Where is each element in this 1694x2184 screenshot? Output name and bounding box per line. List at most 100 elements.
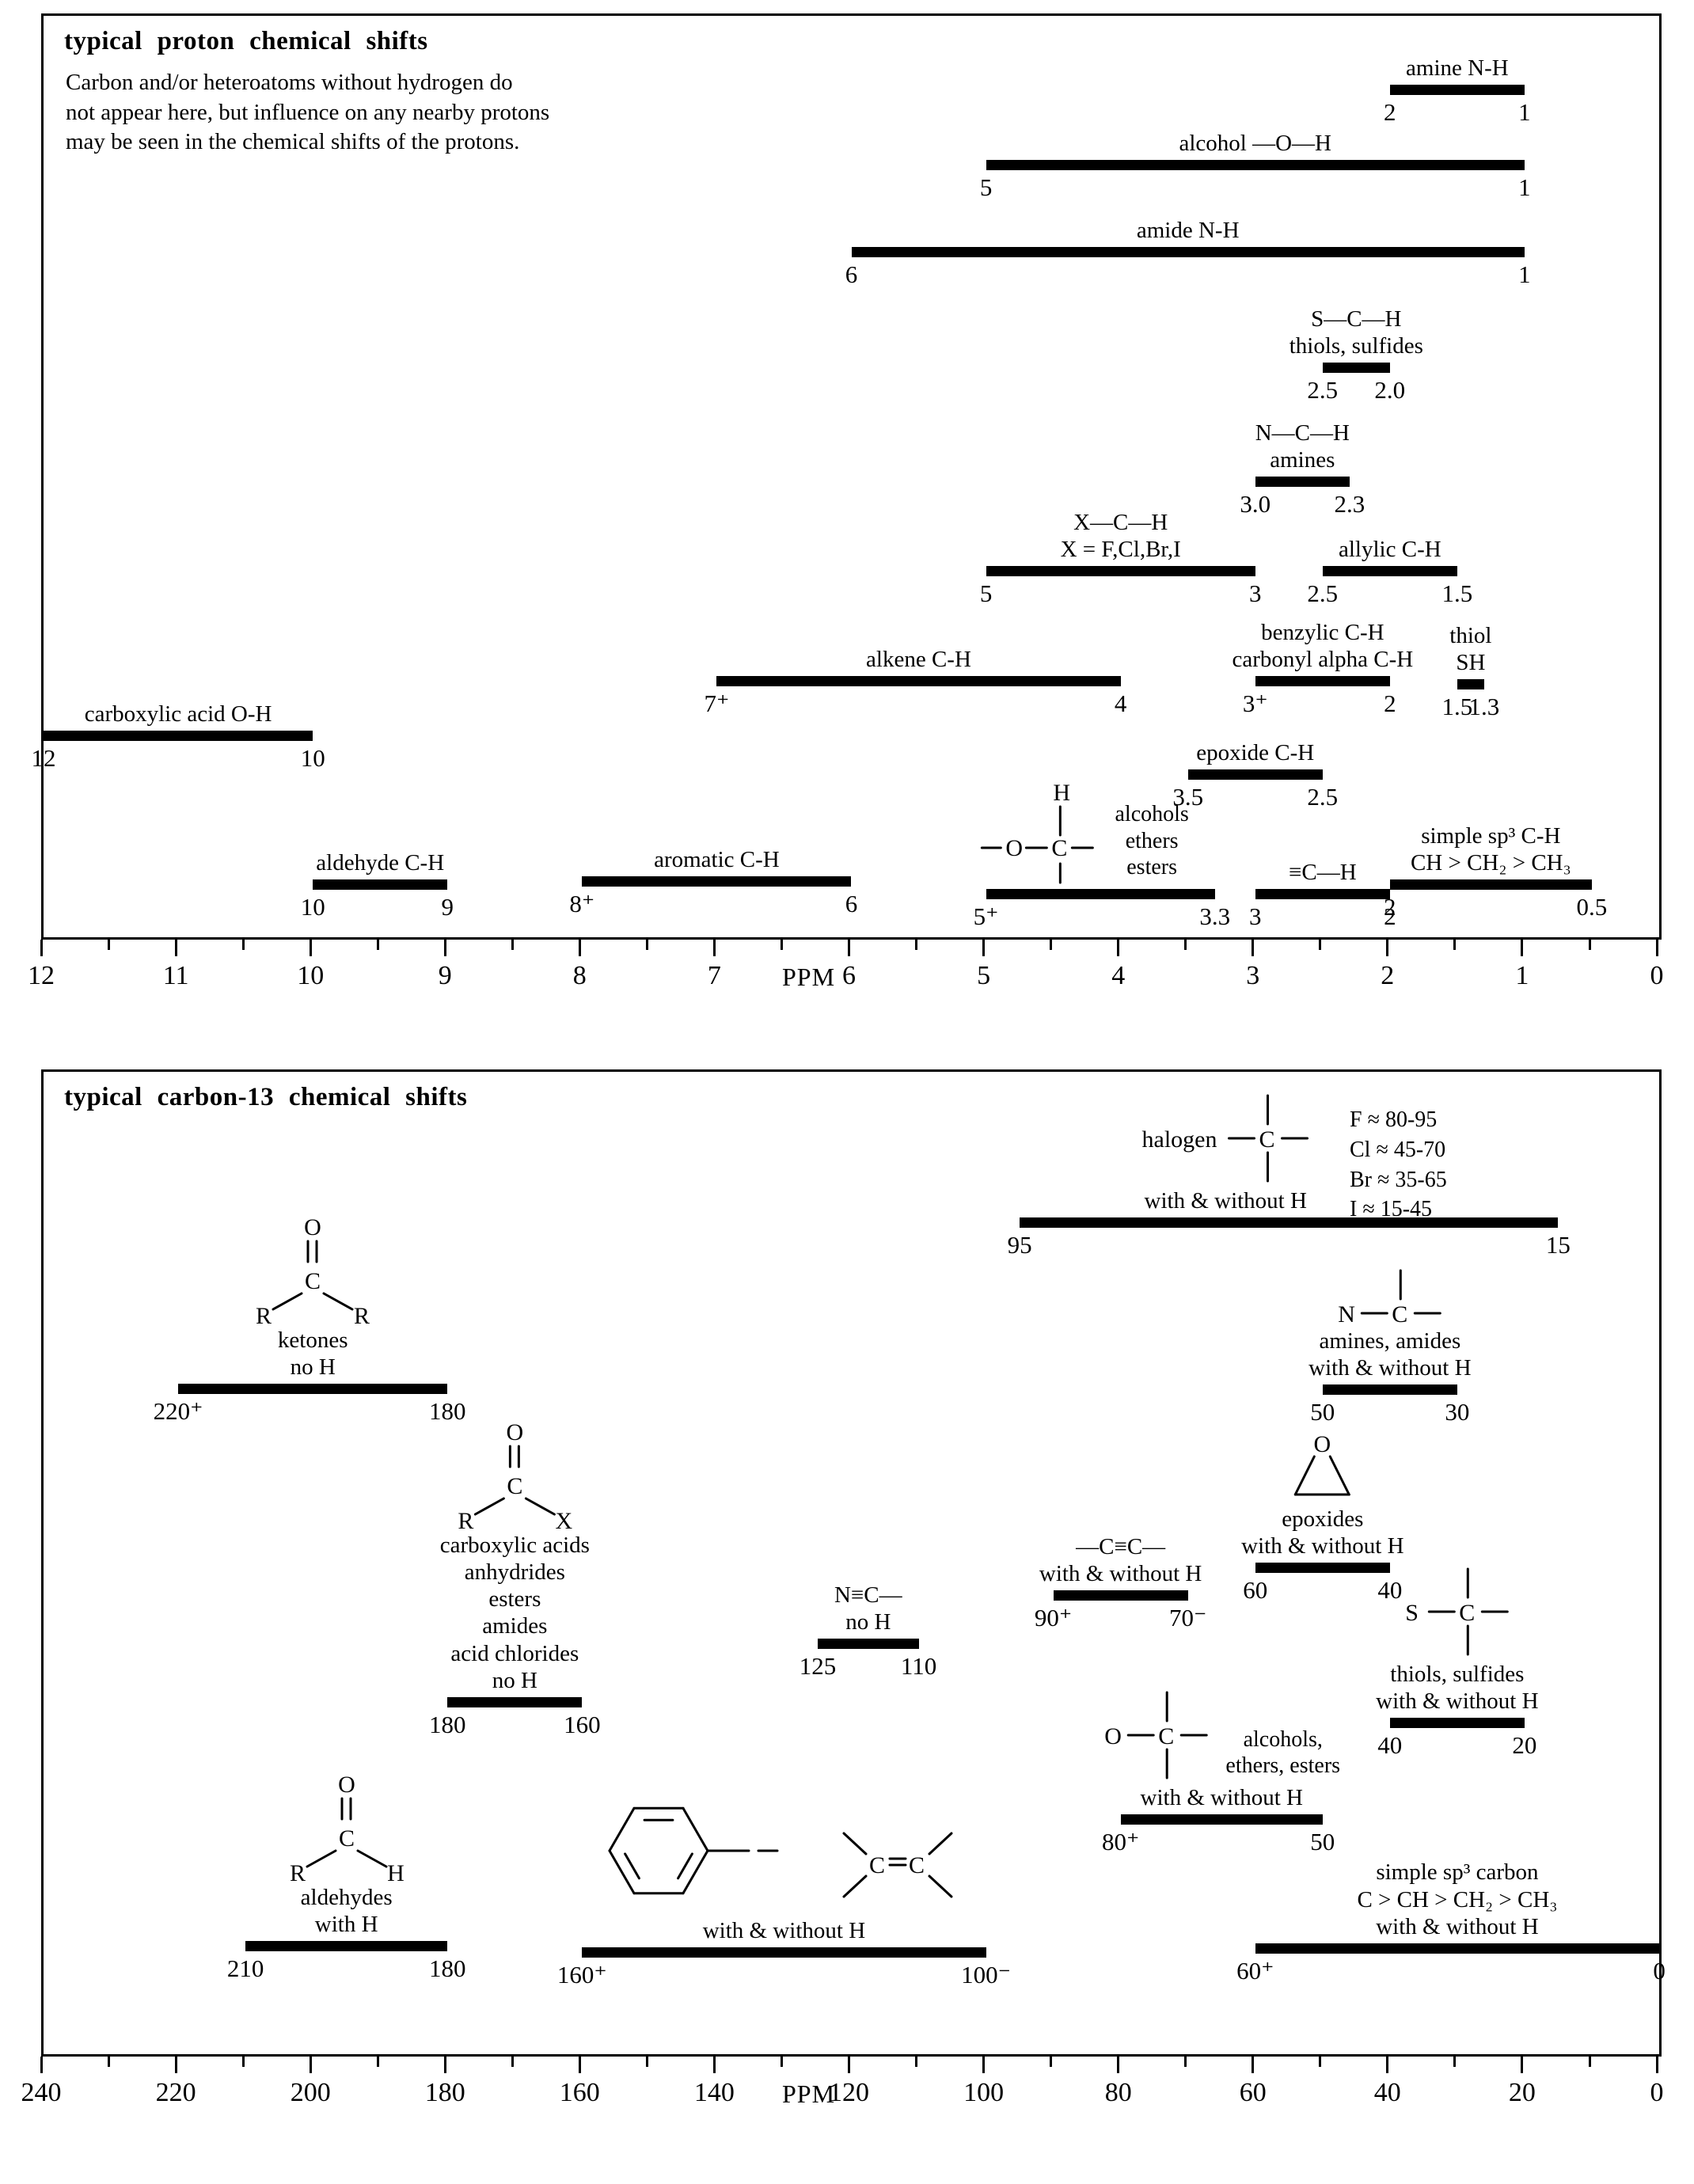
bar-label-line: N≡C— xyxy=(834,1582,902,1608)
axis-tick xyxy=(511,940,514,950)
bar-label-line: amine N-H xyxy=(1406,55,1509,81)
range-start-value: 90⁺ xyxy=(1034,1604,1073,1631)
bar-label-line: no H xyxy=(492,1667,537,1693)
axis-tick xyxy=(1521,940,1524,956)
range-end-value: 6 xyxy=(845,890,858,917)
axis-tick xyxy=(781,940,783,950)
bar-label: amide N-H xyxy=(1137,217,1240,244)
svg-text:R: R xyxy=(290,1860,306,1884)
axis-tick xyxy=(1655,940,1658,956)
range-end-value: 4 xyxy=(1114,689,1127,717)
axis-tick xyxy=(1453,940,1457,950)
bar-label-line: ketones xyxy=(277,1327,348,1353)
shift-range-alkene-ch: alkene C-H 7⁺ 4 xyxy=(704,647,1126,717)
range-end-value: 160 xyxy=(564,1711,601,1738)
proton-shift-chart: typical proton chemical shifts Carbon an… xyxy=(32,13,1662,940)
bar-label: aldehyde C-H xyxy=(316,849,444,876)
range-start-value: 6 xyxy=(845,260,858,288)
axis-tick-label: 120 xyxy=(829,2078,869,2107)
chart-title: typical carbon-13 chemical shifts xyxy=(64,1083,468,1111)
range-start-value: 2 xyxy=(1384,98,1396,126)
axis-tick xyxy=(848,2057,850,2073)
axis-tick-label: 8 xyxy=(572,961,587,990)
bar-label: —C≡C—with & without H xyxy=(1039,1533,1202,1587)
axis-tick xyxy=(578,2057,581,2073)
range-start-value: 60⁺ xyxy=(1236,1957,1274,1985)
axis-tick xyxy=(1588,2057,1591,2067)
range-bar xyxy=(313,879,448,890)
svg-text:C: C xyxy=(1259,1126,1275,1153)
range-start-value: 180 xyxy=(429,1711,466,1738)
bar-label: alkene C-H xyxy=(866,646,971,673)
bar-label-line: ≡C—H xyxy=(1289,859,1357,885)
axis-tick-label: 240 xyxy=(21,2078,62,2107)
range-bar xyxy=(178,1384,448,1394)
bar-label: allylic C-H xyxy=(1339,536,1441,563)
axis-tick xyxy=(511,2057,514,2067)
axis-tick xyxy=(1521,2057,1524,2073)
bar-label-line: allylic C-H xyxy=(1339,536,1441,562)
range-start-value: 3.5 xyxy=(1172,783,1204,811)
range-end-value: 180 xyxy=(429,1397,466,1425)
bar-label-line: acid chlorides xyxy=(450,1640,579,1666)
axis-tick xyxy=(107,2057,110,2067)
bar-label-line: CH > CH₂ > CH₃ xyxy=(1410,849,1571,875)
chart-description: Carbon and/or heteroatoms without hydrog… xyxy=(66,70,550,155)
range-end-value: 1.3 xyxy=(1468,693,1500,720)
range-bar xyxy=(582,1947,986,1958)
axis-tick xyxy=(309,940,312,956)
axis-tick-label: 40 xyxy=(1373,2078,1401,2107)
bar-label-line: X = F,Cl,Br,I xyxy=(1060,536,1181,562)
axis-tick-label: 7 xyxy=(707,961,721,990)
bar-label-line: amines xyxy=(1270,446,1335,473)
range-end-value: 0 xyxy=(1653,1957,1666,1985)
range-start-value: 40 xyxy=(1377,1731,1403,1759)
axis-unit-label: PPM xyxy=(781,2080,836,2108)
axis-tick-label: 3 xyxy=(1246,961,1260,990)
axis-tick-label: 180 xyxy=(424,2078,465,2107)
annotation-line: F ≈ 80-95 xyxy=(1350,1107,1438,1132)
axis-tick xyxy=(645,940,648,950)
axis-tick xyxy=(1117,940,1120,956)
bar-label: carboxylic acid O-H xyxy=(85,701,272,727)
range-start-value: 7⁺ xyxy=(704,689,730,717)
range-bar xyxy=(1389,879,1592,890)
bar-label: amine N-H xyxy=(1406,55,1509,82)
svg-text:C: C xyxy=(1459,1600,1475,1626)
range-end-value: 2 xyxy=(1384,902,1396,930)
range-end-value: 1 xyxy=(1518,98,1531,126)
bar-label-line: aromatic C-H xyxy=(654,846,780,872)
range-end-value: 10 xyxy=(300,744,325,772)
range-start-value: 95 xyxy=(1007,1231,1032,1259)
axis-tick xyxy=(1386,940,1389,956)
axis-tick xyxy=(982,940,986,956)
range-bar xyxy=(1255,477,1350,487)
carbon13-shift-chart: typical carbon-13 chemical shifts haloge… xyxy=(41,1069,1666,2057)
bar-label-line: anhydrides xyxy=(464,1559,565,1585)
structure-side-label: alcohols, xyxy=(1243,1726,1323,1752)
axis-tick xyxy=(174,2057,177,2073)
range-end-value: 110 xyxy=(900,1652,937,1680)
axis-tick xyxy=(781,2057,783,2067)
